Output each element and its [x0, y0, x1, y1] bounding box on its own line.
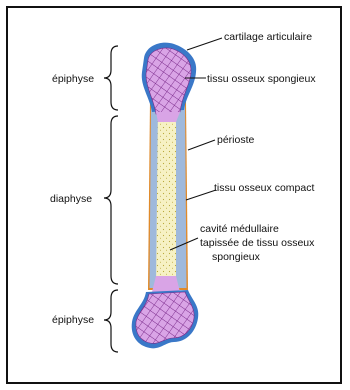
- label-perioste: périoste: [217, 134, 255, 146]
- label-tissu-osseux-compact: tissu osseux compact: [214, 182, 314, 194]
- label-diaphyse: diaphyse: [50, 193, 92, 205]
- leader-compact: [186, 190, 216, 200]
- spongy-taper-bottom: [152, 276, 180, 292]
- spongy-taper-top: [156, 112, 180, 122]
- brace-epiphyse-bottom: [104, 290, 118, 352]
- label-cavite-line2: tapissée de tissu osseux: [200, 237, 315, 249]
- leader-cartilage: [187, 38, 222, 50]
- label-cartilage-articulaire: cartilage articulaire: [224, 31, 312, 43]
- label-epiphyse-top: épiphyse: [52, 73, 94, 85]
- brace-epiphyse-top: [104, 46, 118, 110]
- bone: [132, 43, 199, 349]
- brace-diaphyse: [104, 116, 118, 284]
- leader-perioste: [188, 140, 215, 150]
- medullary-cavity: [156, 104, 176, 288]
- label-cavite-line3: spongieux: [212, 251, 261, 263]
- label-cavite-line1: cavité médullaire: [200, 223, 279, 235]
- label-tissu-osseux-spongieux: tissu osseux spongieux: [207, 73, 316, 85]
- label-epiphyse-bottom: épiphyse: [52, 314, 94, 326]
